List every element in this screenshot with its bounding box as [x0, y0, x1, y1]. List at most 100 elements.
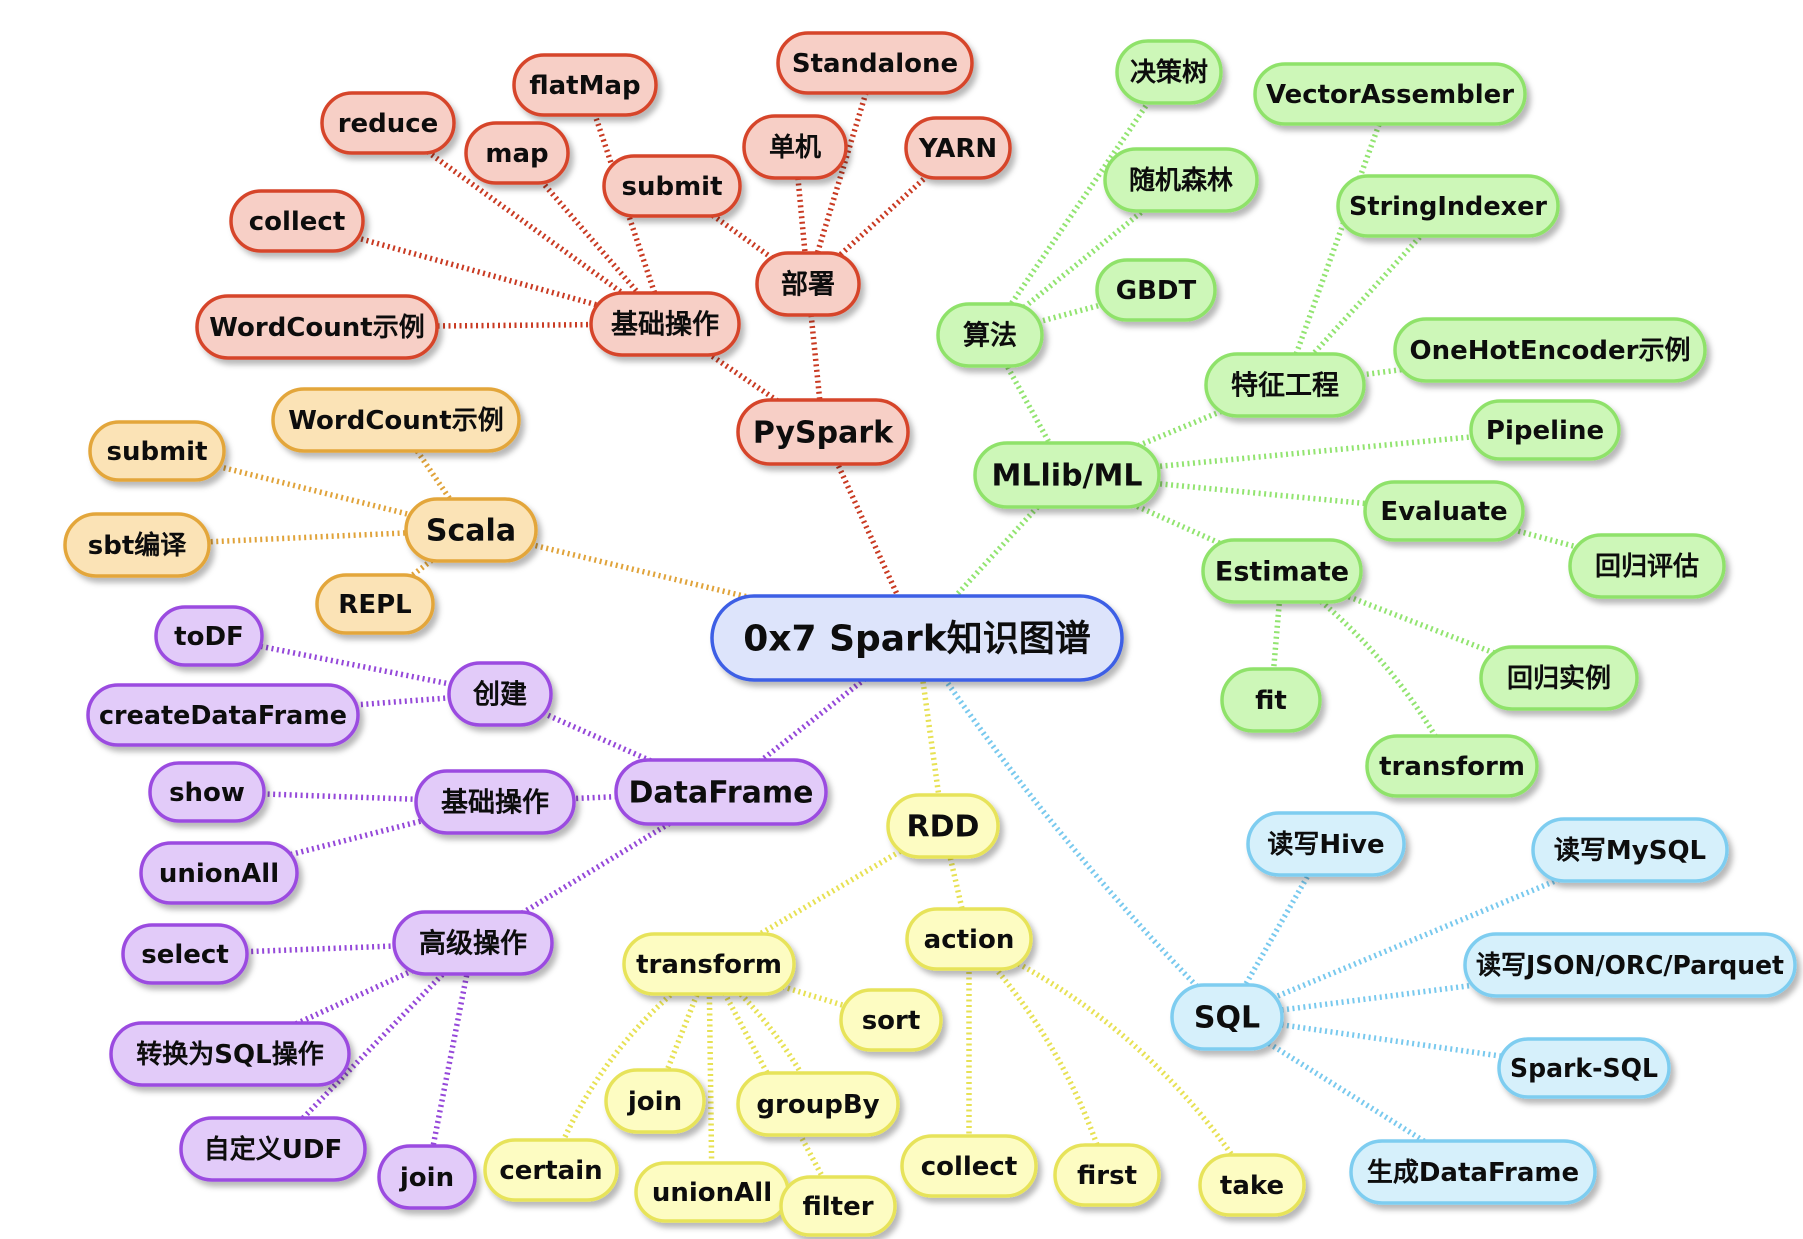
node-ml_evaluate[interactable]: Evaluate — [1363, 480, 1525, 542]
node-sql_hive-pill — [1246, 811, 1406, 877]
node-py_submit-label: submit — [621, 172, 722, 202]
node-df_select[interactable]: select — [121, 923, 249, 985]
node-ml_si[interactable]: StringIndexer — [1336, 174, 1560, 238]
node-df_udf-label: 自定义UDF — [204, 1134, 342, 1165]
node-ml_transform[interactable]: transform — [1365, 734, 1539, 798]
node-df_join[interactable]: join — [377, 1144, 477, 1210]
node-rdd_unionall-label: unionAll — [652, 1178, 772, 1208]
node-df_show[interactable]: show — [148, 761, 266, 823]
node-df_basic[interactable]: 基础操作 — [414, 769, 576, 835]
node-py_single-pill — [742, 114, 848, 180]
node-df_createdf[interactable]: createDataFrame — [86, 683, 360, 747]
node-mllib-pill — [973, 441, 1161, 509]
node-py_flatmap-pill — [512, 53, 658, 117]
node-sql_hive[interactable]: 读写Hive — [1246, 811, 1406, 877]
node-ml_regeval[interactable]: 回归评估 — [1568, 533, 1726, 599]
node-py_yarn-label: YARN — [918, 134, 997, 164]
node-ml_tree[interactable]: 决策树 — [1115, 39, 1223, 105]
node-sc_wordcount[interactable]: WordCount示例 — [271, 387, 521, 453]
node-mllib-label: MLlib/ML — [992, 459, 1143, 494]
node-pyspark[interactable]: PySpark — [736, 398, 910, 466]
node-rdd_sort-label: sort — [862, 1006, 921, 1036]
node-ml_rf[interactable]: 随机森林 — [1103, 147, 1259, 213]
node-ml_estimate-pill — [1201, 538, 1363, 604]
node-sc_sbt-label: sbt编译 — [88, 530, 188, 561]
node-layer: 0x7 Spark知识图谱 PySpark 基础操作 部署 reduce flatMapm… — [63, 31, 1797, 1237]
node-py_single[interactable]: 单机 — [742, 114, 848, 180]
node-df_unionall[interactable]: unionAll — [139, 841, 299, 905]
node-py_basic-pill — [589, 291, 741, 357]
edge-df_adv-to-df_udf — [271, 941, 475, 1151]
node-df_create[interactable]: 创建 — [447, 661, 553, 727]
node-sql_mysql[interactable]: 读写MySQL — [1531, 817, 1729, 883]
node-ml_gbdt[interactable]: GBDT — [1095, 258, 1217, 322]
node-scala[interactable]: Scala — [404, 497, 538, 563]
node-sql_gendf[interactable]: 生成DataFrame — [1349, 1139, 1597, 1205]
node-sc_repl[interactable]: REPL — [315, 573, 435, 635]
node-rdd_transform[interactable]: transform — [622, 932, 796, 996]
node-df_adv[interactable]: 高级操作 — [392, 910, 554, 976]
node-sc_wordcount-pill — [271, 387, 521, 453]
node-ml_fe[interactable]: 特征工程 — [1204, 352, 1366, 418]
node-py_basic[interactable]: 基础操作 — [589, 291, 741, 357]
node-sql[interactable]: SQL — [1170, 983, 1284, 1051]
node-rdd_join[interactable]: join — [604, 1068, 706, 1134]
node-ml_regex[interactable]: 回归实例 — [1479, 645, 1639, 711]
node-rdd_groupby[interactable]: groupBy — [736, 1071, 900, 1137]
node-scala-pill — [404, 497, 538, 563]
node-mllib[interactable]: MLlib/ML — [973, 441, 1161, 509]
node-py_standalone[interactable]: Standalone — [776, 31, 974, 95]
node-rdd_certain[interactable]: certain — [483, 1138, 619, 1202]
node-dataframe-pill — [614, 758, 828, 826]
node-rdd_sort-pill — [839, 988, 943, 1052]
node-ml_ohe-label: OneHotEncoder示例 — [1410, 336, 1691, 366]
node-py_wordcount-label: WordCount示例 — [209, 313, 424, 343]
node-rdd_transform-label: transform — [636, 950, 782, 980]
node-py_basic-label: 基础操作 — [611, 310, 719, 341]
node-rdd_filter[interactable]: filter — [779, 1175, 897, 1237]
node-ml_transform-label: transform — [1379, 752, 1525, 782]
edge-sql-to-sql_hive — [1224, 842, 1329, 1019]
node-ml_ohe[interactable]: OneHotEncoder示例 — [1393, 317, 1707, 383]
node-py_yarn[interactable]: YARN — [904, 116, 1012, 180]
node-rdd_collect[interactable]: collect — [900, 1134, 1038, 1198]
node-py_reduce[interactable]: reduce — [320, 91, 456, 155]
node-center[interactable]: 0x7 Spark知识图谱 — [710, 594, 1124, 682]
node-py_deploy[interactable]: 部署 — [755, 251, 861, 317]
node-py_wordcount[interactable]: WordCount示例 — [195, 294, 439, 360]
node-sql_sparksql[interactable]: Spark-SQL — [1497, 1037, 1671, 1099]
node-rdd_action[interactable]: action — [905, 907, 1033, 971]
node-ml_evaluate-label: Evaluate — [1380, 497, 1507, 527]
node-ml_ohe-pill — [1393, 317, 1707, 383]
node-rdd_unionall[interactable]: unionAll — [634, 1161, 790, 1223]
node-py_deploy-label: 部署 — [781, 269, 835, 301]
node-sql_json[interactable]: 读写JSON/ORC/Parquet — [1463, 932, 1797, 998]
node-df_udf[interactable]: 自定义UDF — [179, 1116, 367, 1182]
node-rdd_first[interactable]: first — [1053, 1143, 1161, 1207]
edge-ml_fe-to-ml_si — [1282, 204, 1451, 387]
node-ml_algo[interactable]: 算法 — [936, 302, 1044, 368]
node-py_collect[interactable]: collect — [229, 189, 365, 253]
node-rdd_take-pill — [1198, 1153, 1306, 1217]
node-ml_estimate[interactable]: Estimate — [1201, 538, 1363, 604]
node-center-pill — [710, 594, 1124, 682]
node-rdd_take[interactable]: take — [1198, 1153, 1306, 1217]
node-ml_va[interactable]: VectorAssembler — [1253, 62, 1527, 126]
node-sc_submit[interactable]: submit — [88, 420, 226, 482]
node-py_submit[interactable]: submit — [602, 154, 742, 218]
edge-df_adv-to-df_join — [424, 942, 476, 1178]
node-rdd_sort[interactable]: sort — [839, 988, 943, 1052]
node-df_createdf-pill — [86, 683, 360, 747]
node-ml_pipeline[interactable]: Pipeline — [1469, 399, 1621, 461]
node-dataframe[interactable]: DataFrame — [614, 758, 828, 826]
node-ml_estimate-label: Estimate — [1215, 557, 1349, 588]
node-py_map[interactable]: map — [464, 121, 570, 185]
node-sc_sbt[interactable]: sbt编译 — [63, 512, 211, 578]
node-ml_fit[interactable]: fit — [1220, 667, 1322, 733]
node-rdd[interactable]: RDD — [886, 793, 1000, 859]
node-df_tosql[interactable]: 转换为SQL操作 — [109, 1021, 351, 1087]
node-py_flatmap[interactable]: flatMap — [512, 53, 658, 117]
node-sc_wordcount-label: WordCount示例 — [288, 406, 503, 436]
node-df_todf[interactable]: toDF — [154, 605, 264, 667]
node-ml_evaluate-pill — [1363, 480, 1525, 542]
